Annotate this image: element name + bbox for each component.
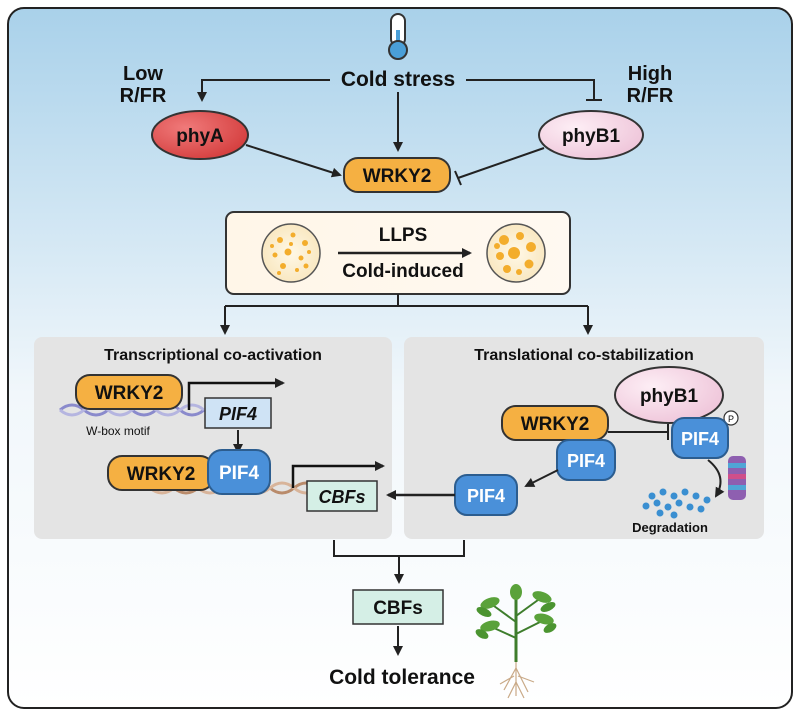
merge-connector — [333, 540, 465, 584]
phyB1-node — [538, 110, 644, 160]
phospho-badge — [723, 410, 739, 426]
pif4-gene-box — [204, 397, 272, 429]
wrky2-inhibit-connector — [608, 424, 669, 440]
phyB1-bound-node — [614, 366, 724, 424]
cbfs-output-box — [352, 589, 444, 625]
pif4-release-arrow — [524, 469, 559, 487]
cbfs-gene-label: CBFs — [318, 487, 365, 507]
pif4-free-label: PIF4 — [467, 486, 505, 506]
pif4-bound-label: PIF4 — [567, 451, 605, 471]
low-rfr-label-2: R/FR — [120, 85, 167, 107]
cold-stress-connectors — [197, 79, 602, 152]
llps-split-connector — [220, 294, 593, 335]
llps-subtitle: Cold-induced — [342, 261, 463, 282]
pif4-phosphorylated-label: PIF4 — [681, 429, 719, 449]
wrky2-top-label: WRKY2 — [363, 166, 432, 187]
pif4-bound-node — [556, 439, 616, 481]
phyB1-bound-label: phyB1 — [640, 386, 699, 407]
droplet-dish-large-icon — [486, 223, 546, 283]
wrky2-gene-binding-node — [75, 374, 183, 410]
peptide-fragments-icon — [642, 488, 711, 519]
phospho-label: P — [728, 414, 734, 424]
tss-arrow-top — [187, 378, 285, 410]
thermometer-icon — [388, 13, 408, 60]
phyA-node — [151, 110, 249, 160]
transcriptional-panel-title: Transcriptional co-activation — [104, 347, 322, 364]
degradation-label: Degradation — [632, 520, 708, 535]
cold-stress-label: Cold stress — [341, 68, 455, 91]
wrky2-stabilizer-label: WRKY2 — [521, 414, 590, 435]
pif4-complex-node — [207, 449, 271, 495]
phyB1-label: phyB1 — [562, 126, 621, 147]
high-rfr-label-2: R/FR — [627, 85, 674, 107]
cbfs-output-label: CBFs — [373, 598, 423, 619]
translational-panel-title: Translational co-stabilization — [474, 347, 694, 364]
droplet-dish-small-icon — [261, 223, 321, 283]
wbox-motif-label: W-box motif — [86, 424, 150, 438]
wrky2-stabilizer-node — [501, 405, 609, 441]
pif4-phosphorylated-node — [671, 417, 729, 459]
cold-tolerance-label: Cold tolerance — [329, 666, 475, 689]
phyA-label: phyA — [176, 126, 224, 147]
cbfs-gene-box — [306, 480, 378, 512]
wrky2-top-node — [343, 157, 451, 193]
pif4-complex-label: PIF4 — [219, 463, 260, 484]
seedling-icon — [475, 584, 557, 699]
wrky2-gene-binding-label: WRKY2 — [95, 383, 164, 404]
photoreceptor-connectors — [245, 144, 545, 186]
wrky2-complex-label: WRKY2 — [127, 464, 196, 485]
degradation-arrow — [707, 459, 725, 498]
llps-title: LLPS — [379, 225, 428, 246]
pif4-gene-label: PIF4 — [219, 404, 257, 424]
tss-arrow-bottom — [291, 461, 385, 488]
high-rfr-label-1: High — [628, 63, 672, 85]
low-rfr-label-1: Low — [123, 63, 163, 85]
proteasome-icon — [728, 456, 746, 500]
